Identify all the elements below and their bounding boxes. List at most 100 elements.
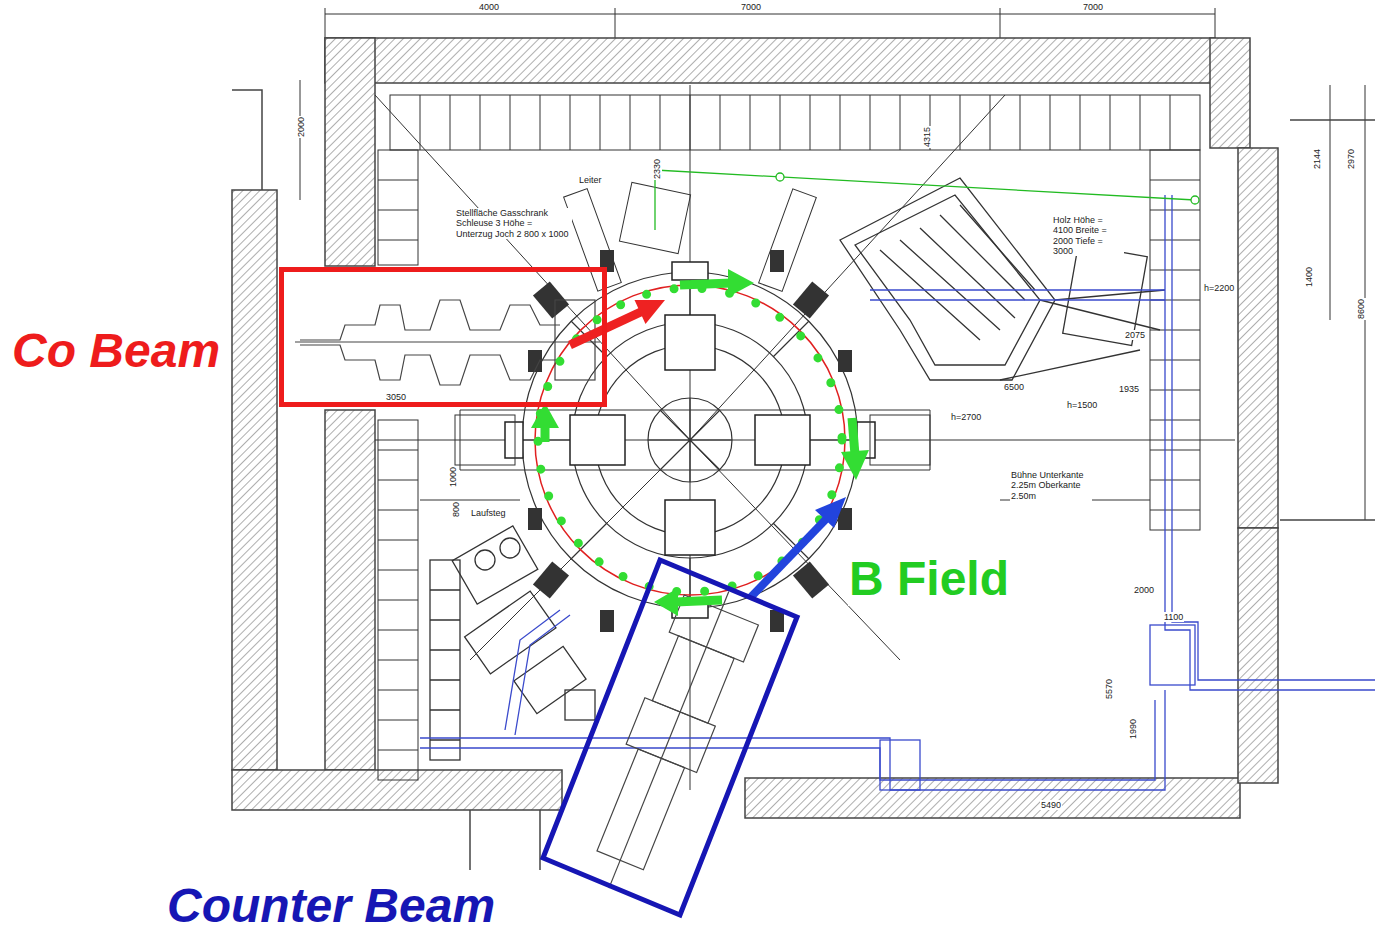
plan-rect [570, 415, 625, 465]
plan-circle [500, 538, 520, 558]
plan-rect [528, 508, 542, 530]
plan-g [420, 195, 1375, 790]
plan-polyline [232, 90, 262, 190]
plan-rect [564, 189, 622, 292]
dimension-note: 2075 [1124, 330, 1146, 340]
plan-rect [533, 561, 569, 598]
plan-line [852, 418, 855, 455]
plan-polyline [1172, 195, 1375, 680]
beam-box: Counter Beam [543, 560, 797, 915]
plan-rect [1238, 528, 1278, 783]
plan-line [1000, 8, 1001, 38]
plan-line [570, 310, 645, 345]
plan-polygon [855, 195, 1040, 365]
box-border [282, 270, 605, 405]
plan-path [378, 450, 418, 750]
plan-g [531, 269, 869, 616]
dimension-note: 2330 [652, 158, 662, 180]
plan-polyline [870, 299, 1165, 300]
plan-line [295, 341, 600, 342]
plan-polyline [1165, 195, 1375, 690]
plan-rect [452, 526, 538, 604]
dimension-note: 8600 [1356, 298, 1366, 320]
plan-polygon [728, 269, 754, 297]
plan-line [655, 170, 1195, 200]
plan-g [505, 262, 875, 618]
plan-g [750, 497, 846, 598]
plan-rect [505, 422, 523, 458]
plan-rect [1063, 245, 1148, 346]
dimension-note: Holz Höhe = 4100 Breite = 2000 Tiefe = 3… [1052, 215, 1124, 256]
dimension-note: 3050 [385, 392, 407, 402]
plan-rect [325, 38, 375, 266]
dimension-note: 2000 [1133, 585, 1155, 595]
dimension-note: Stellfläche Gasschrank Schleuse 3 Höhe =… [455, 208, 572, 239]
dimension-note: 1935 [1118, 384, 1140, 394]
plan-polygon [635, 300, 666, 324]
plan-path [1150, 180, 1200, 510]
plan-rect [880, 740, 920, 790]
plan-line [1330, 230, 1331, 320]
plan-g [522, 272, 858, 608]
plan-rect [870, 415, 930, 465]
plan-g [430, 526, 595, 760]
field-label: B Field [848, 553, 1010, 606]
plan-line [325, 14, 1215, 15]
plan-rect [325, 38, 1215, 83]
plan-path [430, 590, 460, 740]
plan-rect [1150, 150, 1200, 530]
dimension-note: 7000 [1082, 2, 1104, 12]
dimension-note: 1400 [1304, 266, 1314, 288]
plan-line [680, 283, 732, 285]
plan-path [1000, 290, 1165, 380]
plan-rect [838, 350, 852, 372]
box-border [543, 560, 797, 915]
plan-rect [1238, 148, 1278, 528]
plan-polygon [841, 450, 869, 480]
plan-polyline [870, 289, 1165, 290]
plan-rect [1210, 38, 1250, 148]
dimension-note: h=1500 [1066, 400, 1098, 410]
plan-line [615, 8, 616, 38]
plan-rect [1150, 625, 1195, 685]
plan-polyline [300, 300, 560, 340]
dimension-note: h=2700 [950, 412, 982, 422]
plan-rect [600, 610, 614, 632]
beam-heading: Co Beam [10, 325, 222, 378]
plan-path [522, 272, 858, 608]
plan-rect [565, 690, 595, 720]
plan-path [378, 180, 418, 240]
dimension-note: 1990 [1128, 718, 1138, 740]
plan-line [539, 810, 541, 870]
plan-circle [776, 173, 784, 181]
plan-rect [759, 189, 817, 292]
dimension-note: Laufsteg [470, 508, 507, 518]
plan-line [609, 591, 729, 888]
plan-g [300, 8, 1365, 812]
plan-polygon [840, 178, 1055, 380]
dimension-note: Leiter [578, 175, 603, 185]
box-outline [543, 560, 797, 915]
dimension-note: 2970 [1346, 148, 1356, 170]
plan-line [1330, 85, 1331, 230]
plan-circle [475, 550, 495, 570]
plan-rect [390, 95, 1200, 150]
plan-circle [648, 398, 732, 482]
plan-rect [378, 420, 418, 780]
plan-line [420, 500, 520, 501]
plan-g [232, 38, 1278, 818]
dimension-note: 1100 [1163, 612, 1184, 622]
plan-g [295, 300, 600, 385]
plan-rect [665, 315, 715, 370]
plan-rect [755, 415, 810, 465]
plan-line [690, 95, 1005, 440]
plan-line [750, 515, 830, 598]
plan-rect [378, 150, 418, 265]
plan-polyline [420, 700, 1155, 780]
box-outline [279, 267, 607, 407]
plan-path [880, 205, 1035, 340]
dimension-note: h=2200 [1203, 283, 1235, 293]
dimension-note: 4315 [922, 126, 932, 148]
dimension-note: 800 [451, 501, 461, 518]
